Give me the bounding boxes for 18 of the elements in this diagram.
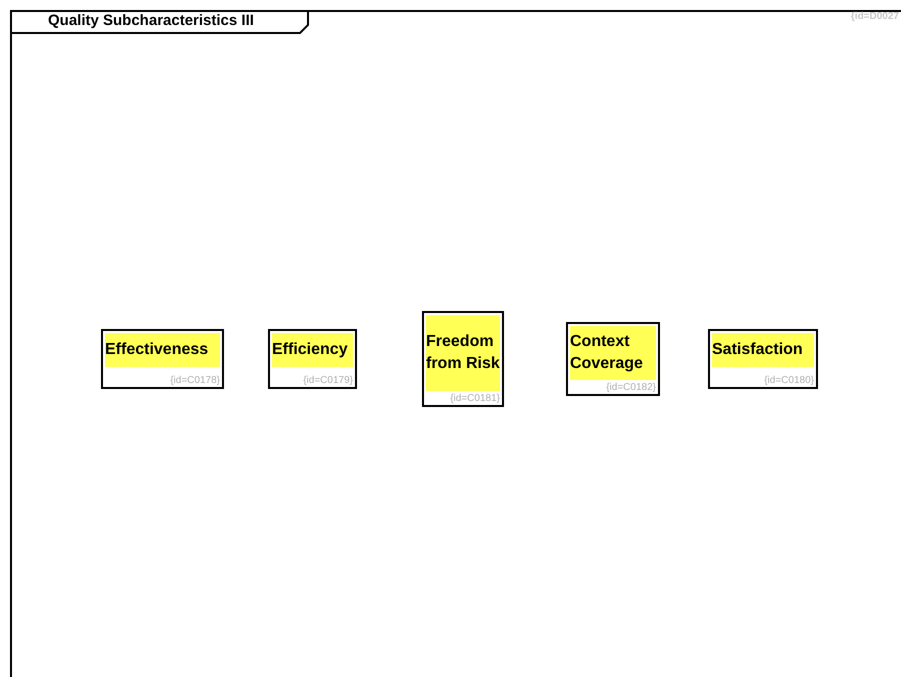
class-name: Effectiveness (105, 333, 220, 367)
class-name: Context Coverage (570, 326, 656, 380)
id-tag: {id=C0181} (450, 392, 502, 405)
class-box (422, 311, 504, 407)
class-name: Freedom from Risk (426, 315, 500, 391)
class-box (101, 329, 224, 389)
class-name: Satisfaction (712, 333, 814, 367)
id-tag: {id=C0182} (606, 381, 658, 394)
id-tag: {id=C0178} (170, 374, 222, 387)
class-box (566, 322, 660, 396)
frame-title: Quality Subcharacteristics III (48, 12, 254, 30)
id-tag: {id=D0027 (850, 10, 899, 23)
id-tag: {id=C0180} (764, 374, 816, 387)
class-box (708, 329, 818, 389)
id-tag: {id=C0179} (303, 374, 355, 387)
class-box (268, 329, 357, 389)
diagram-frame (10, 10, 901, 677)
class-name: Efficiency (272, 333, 353, 367)
